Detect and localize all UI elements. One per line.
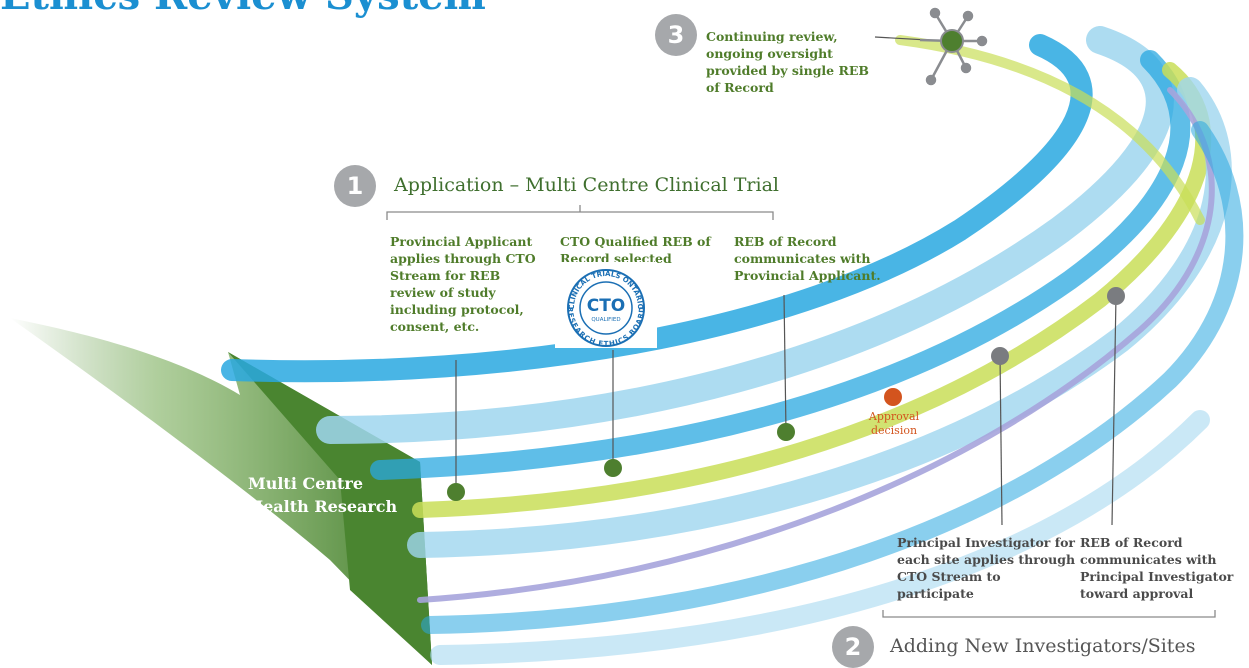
leader-reb-communicates: [783, 294, 787, 433]
pi-applies-note: Principal Investigator for each site app…: [897, 535, 1076, 601]
stream-top-blue: [221, 34, 1093, 383]
stream-blue-low: [421, 121, 1244, 634]
approval-label: Approval decision: [868, 410, 920, 437]
stream-purple: [417, 87, 1215, 603]
bracket-step-two: [882, 610, 1216, 618]
network-hub-icon: [919, 7, 988, 86]
stream-light-1: [316, 26, 1174, 444]
reb-communicates-note: REB of Record communicates with Provinci…: [734, 234, 881, 283]
applicant-note: Provincial Applicant applies through CTO…: [390, 234, 536, 334]
stream-blue-mid: [370, 50, 1191, 480]
streams: [221, 26, 1244, 665]
reb-pi-note: REB of Record communicates with Principa…: [1080, 535, 1234, 601]
leader-lines: [455, 36, 1117, 526]
step-two-heading: Adding New Investigators/Sites: [890, 635, 1196, 657]
step-one-heading: Application – Multi Centre Clinical Tria…: [394, 174, 780, 196]
step-three-badge: 3: [655, 14, 697, 56]
seal-sub-text: QUALIFIED: [591, 317, 620, 323]
marker-applicant: [447, 483, 465, 501]
stream-light-3: [430, 410, 1210, 665]
marker-reb-communicates: [777, 423, 795, 441]
cto-seal-icon: CLINICAL TRIALS ONTARIO RESEARCH ETHICS …: [566, 269, 646, 348]
page-title: Ethics Review System: [0, 0, 486, 19]
marker-qualified: [604, 459, 622, 477]
marker-pi-applies: [991, 347, 1009, 365]
leader-reb-pi: [1111, 295, 1117, 526]
arrow-label: Multi Centre Health Research: [248, 474, 398, 516]
step-two-badge: 2: [832, 626, 874, 668]
marker-reb-pi: [1107, 287, 1125, 305]
seal-center-text: CTO: [587, 296, 626, 316]
arrow-head: [228, 352, 432, 665]
marker-approval: [884, 388, 902, 406]
step-three-note: Continuing review, ongoing oversight pro…: [706, 29, 869, 95]
leader-pi-applies: [999, 355, 1003, 526]
bracket-step-one: [386, 205, 774, 220]
step-one-badge: 1: [334, 165, 376, 207]
cto-seal-box: CLINICAL TRIALS ONTARIO RESEARCH ETHICS …: [555, 262, 657, 348]
